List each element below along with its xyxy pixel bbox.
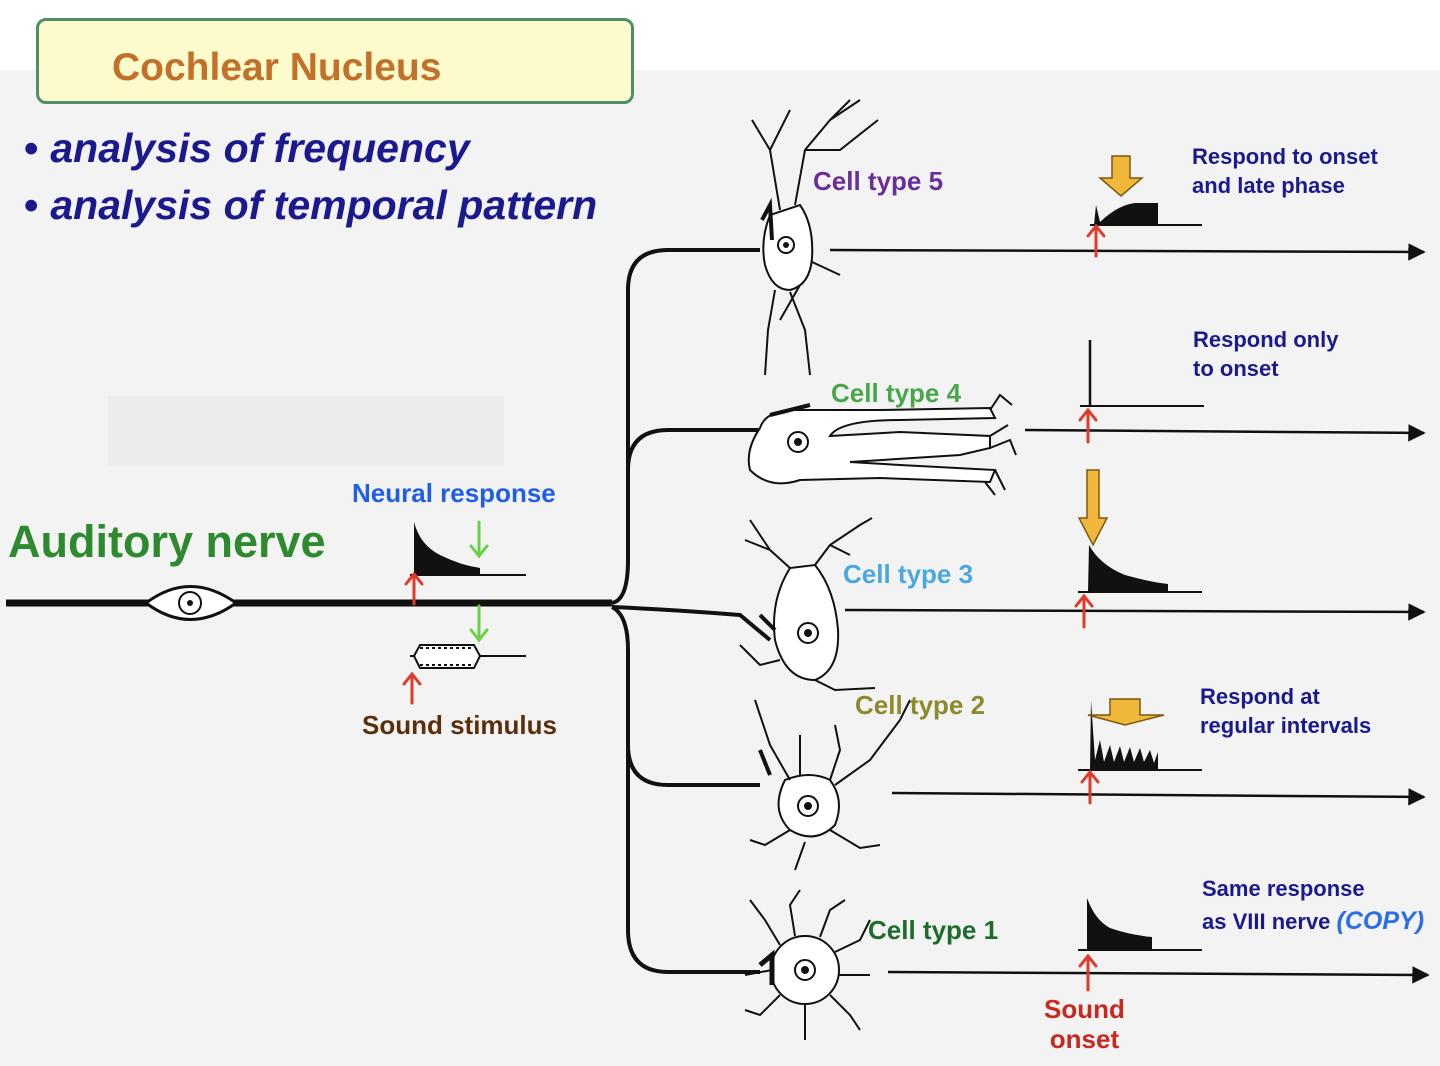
cell-type-4-description: Respond only to onset — [1193, 325, 1338, 383]
cell-type-4-label: Cell type 4 — [831, 378, 962, 408]
description-line: regular intervals — [1200, 713, 1372, 738]
description-line: and late phase — [1192, 173, 1345, 198]
cell-type-2-neuron — [749, 699, 911, 871]
cell-type-5-description: Respond to onset and late phase — [1192, 142, 1378, 200]
description-line: Respond to onset — [1192, 144, 1378, 169]
onset-line: onset — [1049, 1024, 1120, 1054]
title-box — [36, 18, 634, 104]
bullet-item: •analysis of temporal pattern — [24, 182, 598, 228]
auditory-nerve-label: Auditory nerve — [8, 516, 326, 567]
nerve-response-histogram — [410, 522, 526, 576]
auditory-nerve-fiber — [6, 585, 612, 621]
blank-patch — [108, 396, 504, 466]
description-text: as VIII nerve — [1202, 909, 1331, 934]
cell-type-1-description: Same response as VIII nerve (COPY) — [1202, 872, 1424, 938]
description-line: to onset — [1193, 356, 1279, 381]
cell-1-response-histogram — [1078, 898, 1202, 951]
figure-background — [0, 70, 1440, 1066]
bullet-list: •analysis of frequency •analysis of temp… — [24, 120, 597, 234]
neural-response-label: Neural response — [352, 478, 556, 508]
bullet-item: •analysis of frequency — [24, 125, 470, 171]
sound-stimulus-waveform — [410, 644, 526, 669]
description-line: Respond only — [1193, 327, 1339, 352]
bullet-text: analysis of frequency — [50, 125, 470, 171]
copy-note: (COPY) — [1336, 907, 1425, 935]
cell-4-response-histogram — [1080, 340, 1204, 407]
onset-line: Sound — [1044, 994, 1125, 1024]
sound-stimulus-label: Sound stimulus — [362, 710, 557, 740]
emphasis-arrows — [1077, 155, 1165, 726]
onset-arrows — [402, 223, 1106, 992]
cell-2-response-histogram — [1078, 700, 1202, 771]
description-line: as VIII nerve (COPY) — [1202, 905, 1424, 938]
cell-type-2-description: Respond at regular intervals — [1200, 682, 1371, 740]
cell-type-3-neuron — [739, 517, 876, 692]
description-line: Respond at — [1200, 684, 1320, 709]
output-axon-arrows — [829, 243, 1430, 984]
stimulus-markers — [469, 520, 489, 643]
cell-3-response-histogram — [1078, 545, 1202, 593]
branching-axon — [610, 248, 772, 974]
page-title: Cochlear Nucleus — [112, 46, 442, 89]
cell-type-1-neuron — [744, 889, 871, 1040]
cell-type-5-label: Cell type 5 — [813, 166, 944, 196]
cell-type-1-label: Cell type 1 — [868, 915, 999, 945]
cell-type-4-neuron — [747, 393, 1017, 496]
description-line: Same response — [1202, 876, 1365, 901]
cell-type-2-label: Cell type 2 — [855, 690, 986, 720]
cell-type-5-neuron — [751, 99, 879, 376]
bullet-text: analysis of temporal pattern — [50, 182, 598, 228]
cell-5-response-histogram — [1090, 203, 1202, 226]
cell-type-3-label: Cell type 3 — [843, 559, 974, 589]
sound-onset-label: Sound onset — [1044, 994, 1125, 1054]
